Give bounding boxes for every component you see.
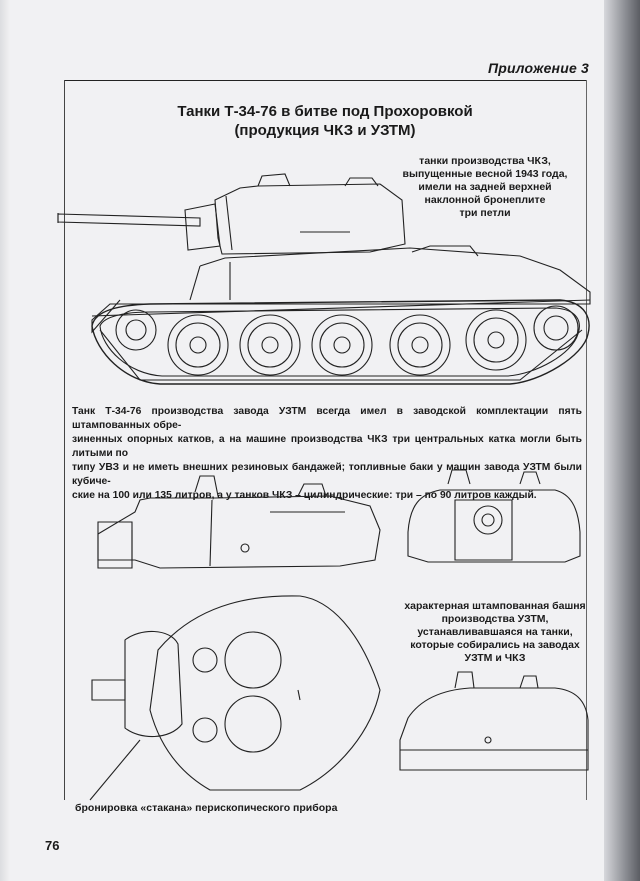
page-binding-shadow	[604, 0, 640, 881]
paragraph-line: зиненных опорных катков, а на машине про…	[72, 434, 582, 459]
paragraph-line: типу УВЗ и не иметь внешних резиновых ба…	[72, 462, 582, 487]
caption-chkz-tanks: танки производства ЧКЗ, выпущенные весно…	[400, 155, 570, 220]
caption-line: которые собирались на заводах	[410, 639, 580, 651]
right-frame-line	[586, 80, 587, 800]
page-left-edge	[0, 0, 10, 881]
main-caption-paragraph: Танк Т-34-76 производства завода УЗТМ вс…	[72, 405, 582, 503]
caption-line: производства УЗТМ,	[441, 613, 549, 625]
caption-line: выпущенные весной 1943 года,	[402, 168, 568, 180]
caption-periscope: бронировка «стакана» перископического пр…	[75, 802, 338, 814]
caption-line: имели на задней верхней	[418, 181, 552, 193]
header-rule	[64, 80, 586, 81]
paragraph-line: ские на 100 или 135 литров, а у танков Ч…	[72, 490, 537, 501]
caption-line: УЗТМ и ЧКЗ	[464, 652, 526, 664]
caption-line: наклонной бронеплите	[424, 194, 546, 206]
turret-side-view-drawing	[97, 475, 381, 569]
caption-line: три петли	[459, 207, 511, 219]
tank-side-view-drawing	[57, 173, 591, 385]
appendix-label: Приложение 3	[488, 60, 590, 76]
turret-front-view-drawing	[407, 469, 581, 563]
caption-line: характерная штампованная башня	[404, 600, 586, 612]
page-title: Танки Т-34-76 в битве под Прохоровкой (п…	[150, 102, 500, 140]
caption-line: танки производства ЧКЗ,	[419, 155, 551, 167]
paragraph-line: Танк Т-34-76 производства завода УЗТМ вс…	[72, 406, 582, 431]
caption-line: устанавливавшаяся на танки,	[417, 626, 573, 638]
title-line-2: (продукция ЧКЗ и УЗТМ)	[234, 122, 416, 139]
left-frame-line	[64, 80, 65, 800]
stamped-turret-side-view-drawing	[399, 671, 589, 771]
title-line-1: Танки Т-34-76 в битве под Прохоровкой	[177, 103, 473, 120]
turret-top-view-drawing	[89, 595, 381, 801]
page-number: 76	[45, 838, 60, 853]
caption-stamped-turret: характерная штампованная башня производс…	[400, 600, 590, 665]
